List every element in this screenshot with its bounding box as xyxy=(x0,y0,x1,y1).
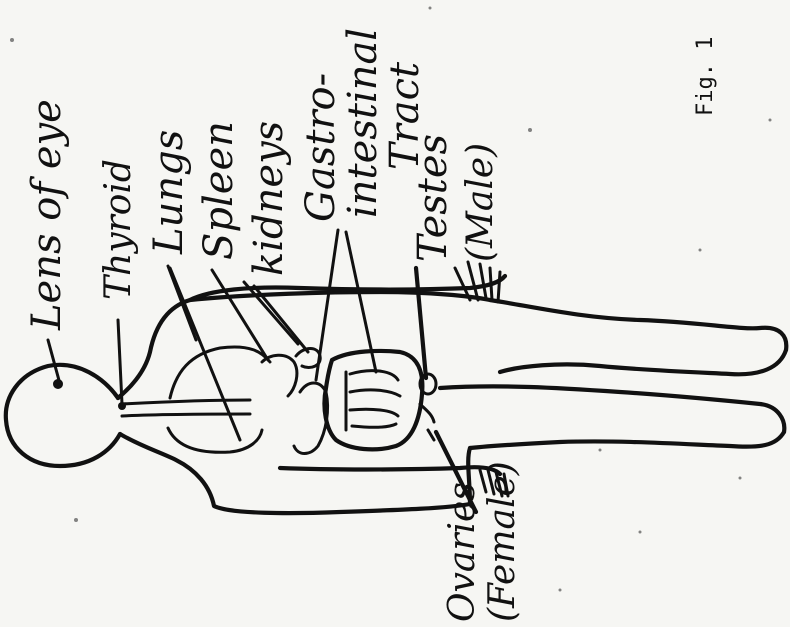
label-thyroid: Thyroid xyxy=(98,159,139,300)
head-outline xyxy=(6,365,120,466)
spleen-organ xyxy=(262,355,297,396)
label-lens-of-eye: Lens of eye xyxy=(24,99,70,331)
label-intestinal: intestinal xyxy=(340,28,386,218)
leader-lens xyxy=(48,340,60,384)
label-lungs: Lungs xyxy=(146,130,192,255)
lower-leg-outline xyxy=(470,432,784,448)
figure-number: Fig. 1 xyxy=(693,37,718,116)
leader-thyroid xyxy=(118,320,122,404)
label-female: (Female) xyxy=(482,461,523,622)
stomach-organ xyxy=(294,383,328,454)
label-male: (Male) xyxy=(460,143,501,262)
inner-leg-line xyxy=(440,386,784,432)
label-testes: Testes xyxy=(410,134,456,262)
gi-tract-inner xyxy=(346,371,400,430)
leader-lungs-b xyxy=(168,266,196,340)
label-ovaries: Ovaries xyxy=(442,482,483,622)
label-spleen: Spleen xyxy=(196,121,242,260)
organs xyxy=(53,347,436,454)
label-gastro: Gastro- xyxy=(298,73,344,222)
labels: Lens of eye Thyroid Lungs Spleen kidneys… xyxy=(24,28,718,622)
foot-outline xyxy=(500,350,786,374)
label-kidneys: kidneys xyxy=(246,121,292,276)
upper-leg-outline xyxy=(490,300,786,350)
